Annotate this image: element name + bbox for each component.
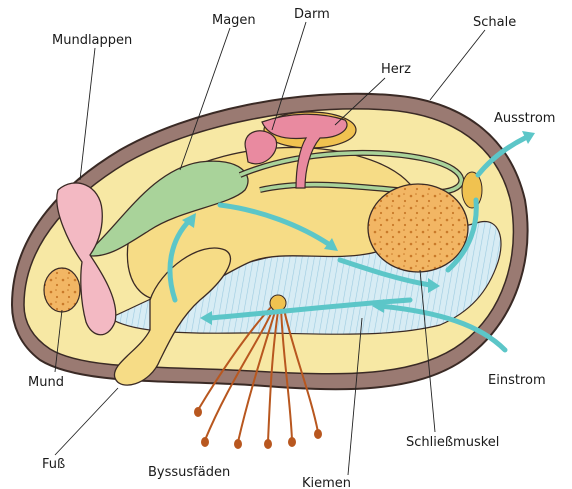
label-einstrom: Einstrom bbox=[488, 373, 546, 388]
anterior-adductor bbox=[44, 268, 80, 312]
label-mundlappen: Mundlappen bbox=[52, 33, 132, 48]
label-kiemen: Kiemen bbox=[302, 476, 351, 489]
label-herz: Herz bbox=[381, 62, 411, 77]
label-fuss: Fuß bbox=[42, 457, 65, 472]
adductor-muscle bbox=[368, 184, 468, 272]
label-ausstrom: Ausstrom bbox=[494, 111, 555, 126]
label-schale: Schale bbox=[473, 15, 516, 30]
label-darm: Darm bbox=[294, 7, 330, 22]
label-schliessmuskel: Schließmuskel bbox=[406, 435, 499, 450]
byssus-gland bbox=[270, 295, 286, 311]
exhalant-siphon-gland bbox=[462, 172, 482, 208]
label-mund: Mund bbox=[28, 375, 64, 390]
label-byssusfaeden: Byssusfäden bbox=[148, 465, 230, 480]
label-magen: Magen bbox=[212, 13, 256, 28]
